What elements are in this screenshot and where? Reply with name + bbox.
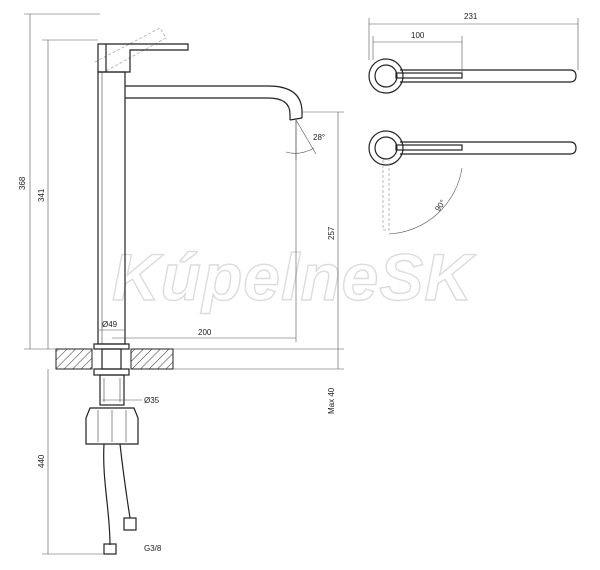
dim-width-lever: 100 [411, 31, 425, 40]
hose-fitting-right [123, 517, 137, 531]
dim-angle-lever: 90° [433, 198, 447, 213]
dim-diameter-shank: Ø35 [144, 396, 160, 405]
countertop [55, 348, 174, 370]
washer [93, 368, 130, 376]
watermark: KúpelneSK [112, 240, 476, 314]
dim-width-total: 231 [464, 12, 478, 21]
dim-height-body: 341 [37, 188, 46, 202]
dim-height-spout: 257 [327, 226, 336, 240]
base-flange [93, 343, 130, 350]
spout-tip [289, 117, 303, 121]
lever-top [395, 72, 463, 79]
faucet-top-view-closed [368, 58, 577, 94]
faucet-side-view [93, 27, 303, 350]
hose-left [103, 443, 111, 546]
lever-top [395, 144, 463, 151]
shank [101, 348, 122, 370]
dimension-labels: 231 100 28° 90° 368 341 257 200 Ø49 Ø35 … [18, 12, 478, 553]
dim-diameter-body: Ø49 [102, 320, 118, 329]
threaded-rod [99, 374, 125, 406]
mounting-assembly [85, 348, 139, 555]
dim-max-thickness: Max 40 [327, 387, 336, 414]
spout-upper [125, 85, 303, 118]
dim-thread: G3/8 [144, 544, 162, 553]
dim-angle-spout: 28° [313, 133, 325, 142]
faucet-top-view-open [368, 130, 577, 235]
body-circle-outer [368, 130, 404, 166]
top-view-dimensions [368, 18, 579, 72]
dim-reach: 200 [198, 328, 212, 337]
spout-top [400, 69, 577, 83]
lever-rotated-ghost [382, 160, 390, 231]
mounting-nut [85, 407, 139, 445]
body-circle-inner [374, 136, 398, 160]
countertop-right [130, 348, 174, 370]
dimension-lines [24, 13, 344, 555]
dim-height-total: 368 [18, 176, 27, 190]
lever-open-ghost [94, 27, 167, 73]
body-circle-inner [374, 64, 398, 88]
spout-top [400, 141, 577, 155]
hose-right [119, 443, 131, 519]
hose-fitting-left [103, 543, 117, 555]
countertop-left [55, 348, 93, 370]
body-circle-outer [368, 58, 404, 94]
dim-hose-length: 440 [37, 454, 46, 468]
spout-lower [125, 97, 291, 120]
